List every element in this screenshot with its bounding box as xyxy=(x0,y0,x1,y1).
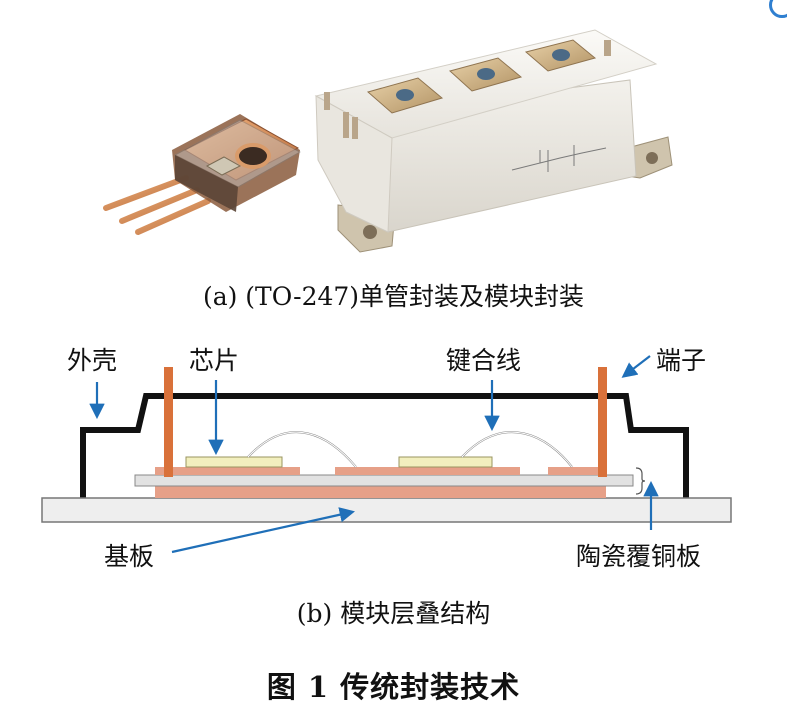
chip-1 xyxy=(185,456,283,468)
dbc-top-copper-3 xyxy=(548,467,606,475)
housing-outline xyxy=(80,393,689,498)
label-dbc: 陶瓷覆铜板 xyxy=(576,542,702,571)
pointer-arrows xyxy=(89,355,659,554)
terminal-right xyxy=(598,367,607,477)
label-housing: 外壳 xyxy=(67,346,118,375)
module-terminals xyxy=(366,39,597,114)
label-terminal: 端子 xyxy=(656,346,707,375)
chip-2 xyxy=(398,456,493,468)
layer-diagram xyxy=(41,355,732,554)
dbc-top-copper-1 xyxy=(155,467,300,475)
dbc-ceramic xyxy=(134,474,634,487)
dbc-brace xyxy=(635,467,646,495)
arrow-baseplate xyxy=(171,507,356,554)
label-baseplate: 基板 xyxy=(104,542,155,571)
corner-indicator-icon xyxy=(769,0,787,18)
dbc-top-copper-2 xyxy=(335,467,520,475)
caption-a: (a) (TO-247)单管封装及模块封装 xyxy=(202,282,585,311)
to247-package-photo xyxy=(103,114,302,235)
baseplate xyxy=(41,497,732,523)
terminal-left xyxy=(164,367,173,477)
figure-title: 图 1 传统封装技术 xyxy=(266,670,521,704)
photo-panel xyxy=(103,29,673,253)
igbt-module-photo xyxy=(314,29,673,253)
arrow-terminal xyxy=(621,355,651,378)
label-chip: 芯片 xyxy=(189,346,240,375)
caption-b: (b) 模块层叠结构 xyxy=(296,599,491,628)
label-bond-wire: 键合线 xyxy=(446,346,522,375)
to247-leads xyxy=(103,175,211,235)
dbc-bottom-copper xyxy=(155,485,606,498)
module-schematic-print xyxy=(511,145,607,172)
